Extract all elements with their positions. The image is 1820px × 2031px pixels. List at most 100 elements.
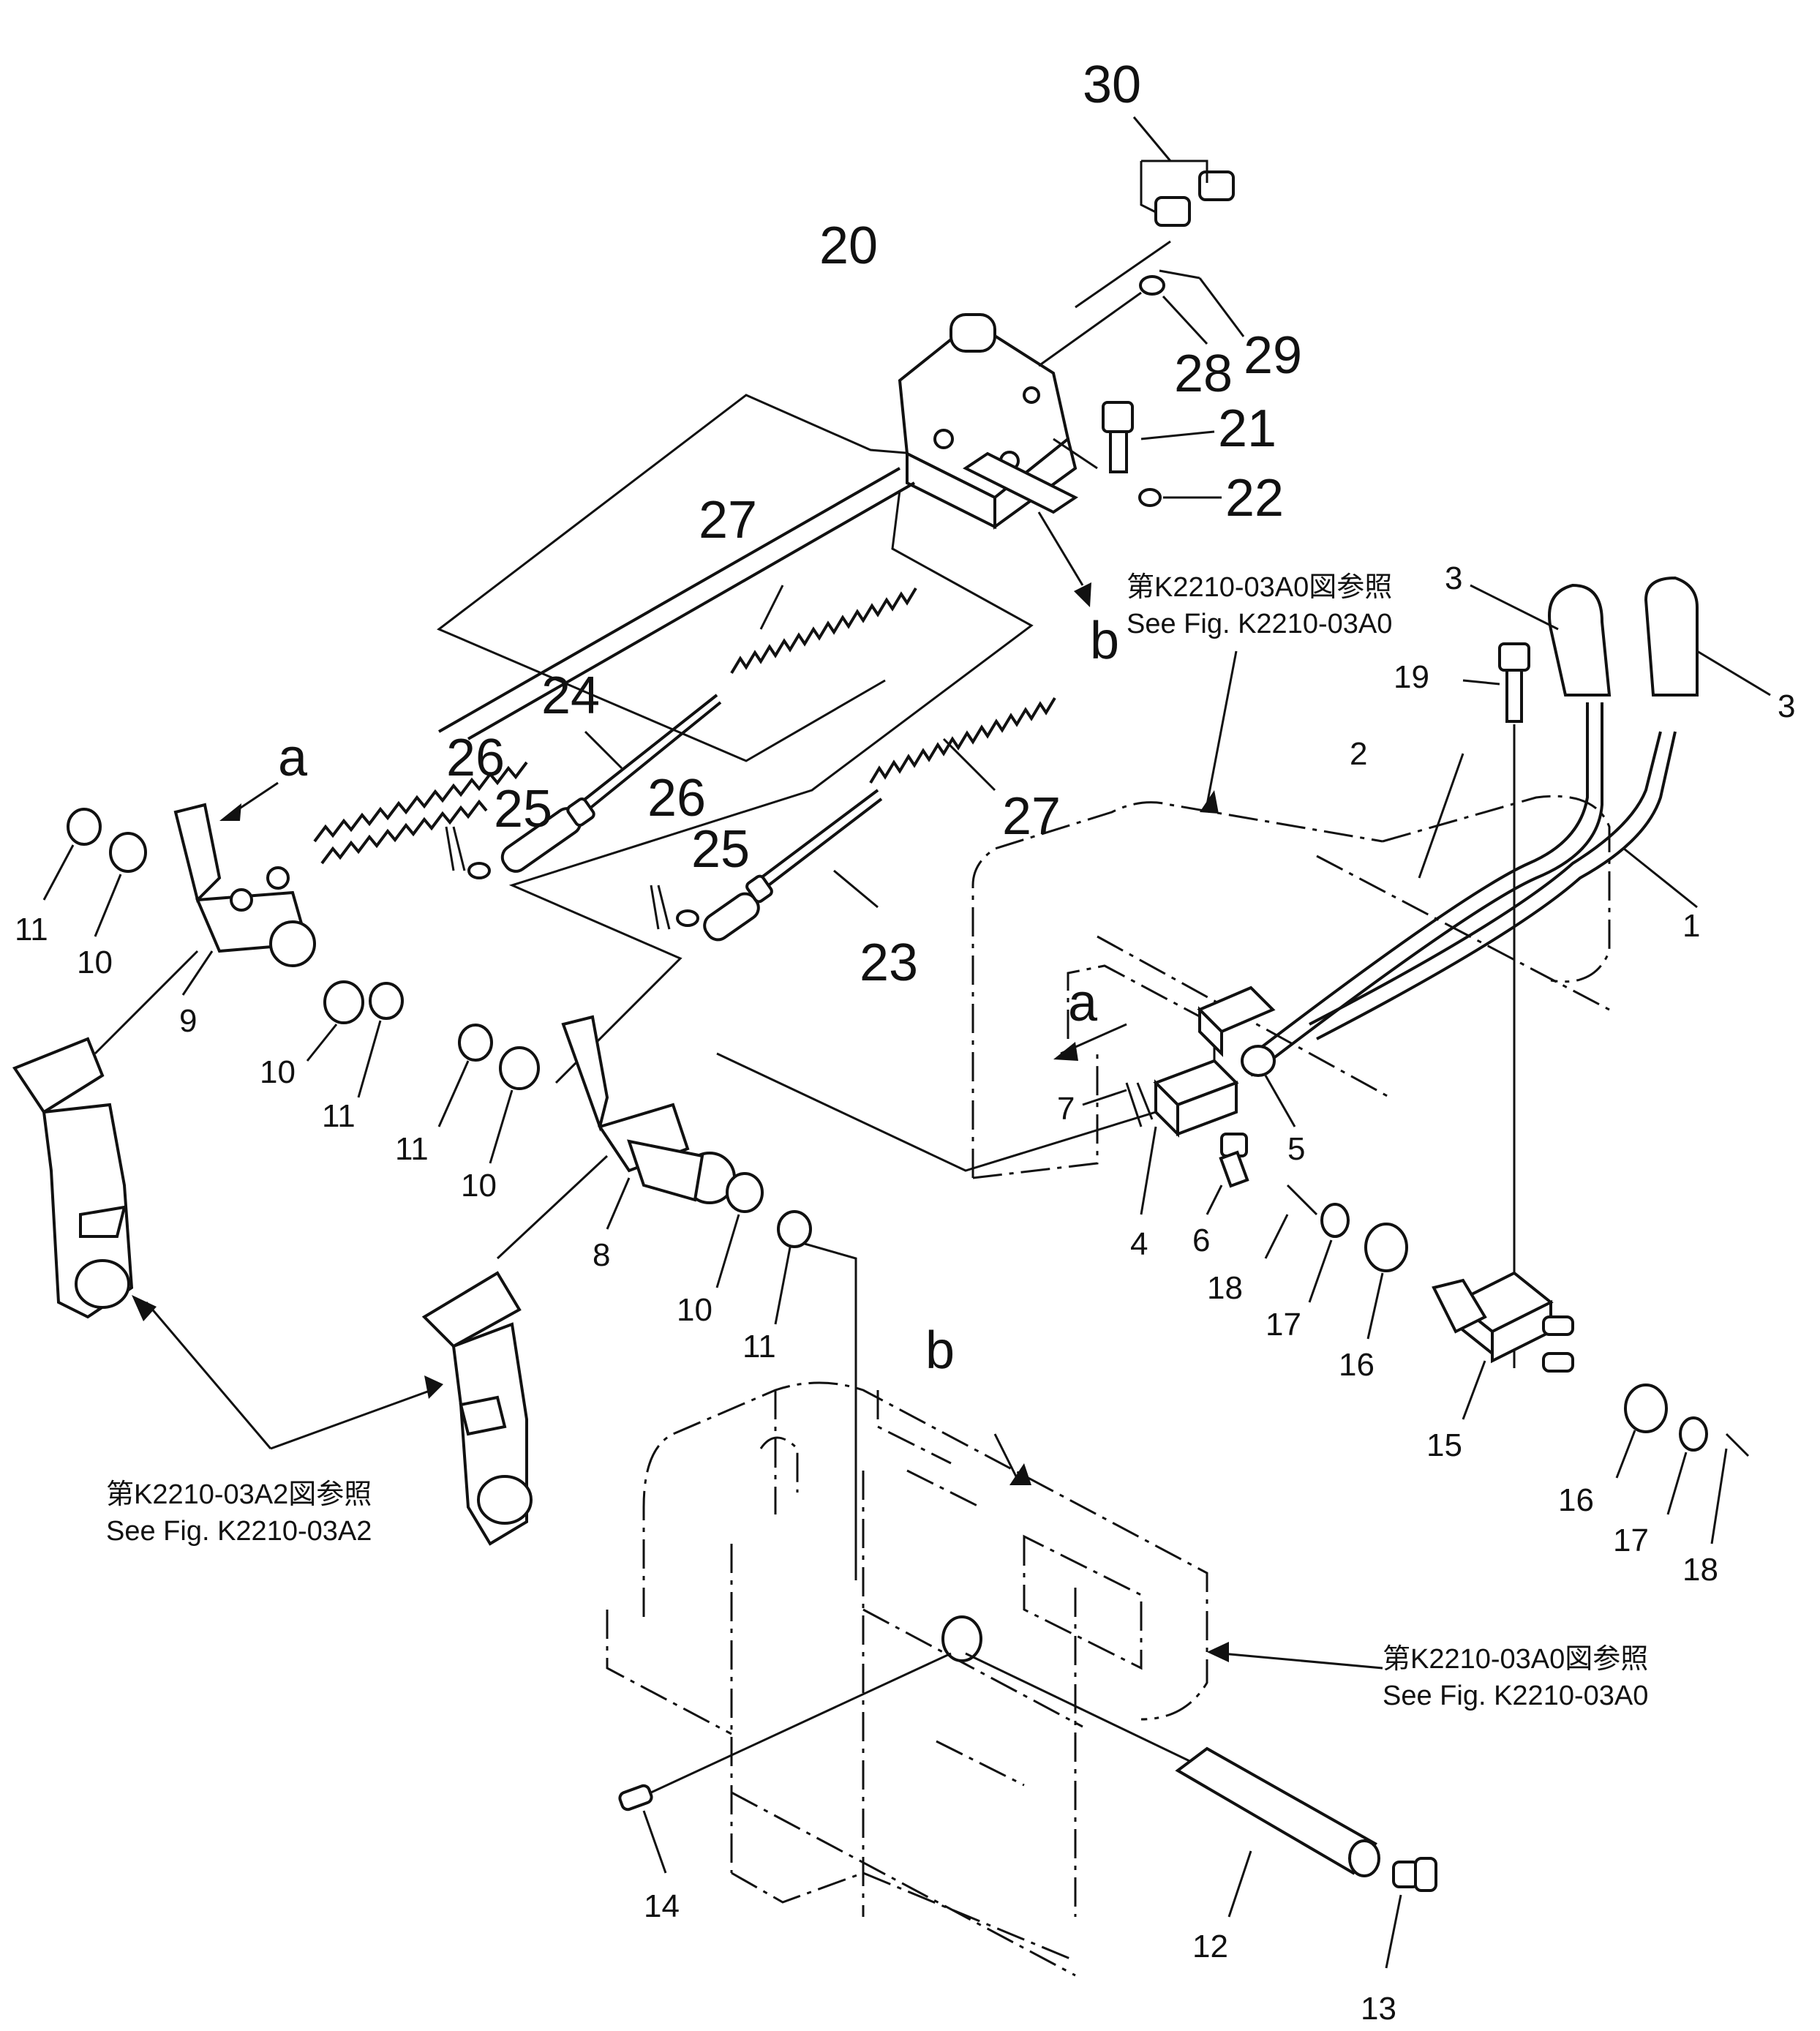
leader-11d-line [804,1242,857,1580]
leader-30 [1141,159,1208,183]
bolt-21-icon [1102,401,1134,473]
collar-16b-icon [1624,1384,1668,1433]
ref-arrow-bottom-shaft [1221,1652,1383,1670]
ref-arrow-bottom-icon [1207,1642,1229,1662]
leader-18a [1264,1214,1289,1259]
leader-23 [833,869,879,909]
arrow-a-mid-icon [1053,1042,1078,1061]
leader-bracket-b [1053,438,1098,470]
leader-28 [1162,295,1208,345]
block-upper-icon [1197,986,1276,1057]
leader-8 [606,1177,631,1230]
view-letter-b-top: b [1090,612,1119,670]
leader-11d [774,1247,791,1325]
pin-18b-icon [1725,1433,1750,1457]
callout-30: 30 [1083,56,1141,114]
pin-26b-icon [650,885,660,930]
shaft-12-icon [1175,1746,1380,1877]
nut-5-icon [1241,1045,1276,1077]
leader-17a [1308,1239,1333,1303]
ref-bottom-en: See Fig. K2210-03A0 [1383,1681,1648,1711]
leader-11c [437,1060,470,1127]
lever-8-icon [561,1015,736,1204]
leader-arm-right [496,1155,609,1260]
callout-5: 5 [1287,1131,1305,1167]
ring-11b-icon [369,982,404,1020]
leader-5 [1264,1075,1296,1127]
leader-24 [584,730,623,770]
view-letter-a-top: a [278,729,308,787]
callout-16-right: 16 [1558,1482,1594,1518]
callout-28: 28 [1174,345,1233,403]
bolt-19-icon [1498,642,1530,723]
ref-arrow-right [270,1389,432,1450]
leader-7 [1082,1089,1127,1106]
callout-19: 19 [1394,659,1429,695]
lever-9-icon [173,803,316,967]
ref-top-en: See Fig. K2210-03A0 [1127,609,1392,639]
leader-17b [1666,1452,1688,1515]
ref-bottom-jp: 第K2210-03A0図参照 [1383,1644,1648,1675]
knob-3a-icon [1548,583,1612,697]
nut-30a-icon [1154,196,1191,227]
bushing-10c-icon [499,1046,540,1090]
leader-19 [1462,679,1500,686]
arrow-b-shaft [1037,511,1084,586]
ref-arrow-right-icon [424,1375,443,1399]
washer-28-icon [1139,275,1165,296]
phantom-outline-upper [437,394,952,762]
knob-3b-icon [1644,576,1699,697]
ref-arrow-top-shaft [1206,650,1238,806]
bracket-20 [898,313,1078,530]
pin-18a-icon [1286,1184,1318,1216]
housing-lower-icon [606,1381,1208,1977]
arrow-b-bottom-icon [1009,1463,1031,1485]
leader-11a [42,844,75,901]
callout-18-left: 18 [1207,1270,1243,1306]
callout-6: 6 [1192,1223,1210,1258]
leader-11b [357,1020,382,1098]
leader-9 [181,950,214,996]
callout-10-a: 10 [77,945,113,980]
callout-3-top: 3 [1445,560,1462,596]
housing-boss-icon [941,1615,982,1662]
callout-26-left: 26 [446,729,505,787]
callout-3-right: 3 [1778,688,1795,724]
bushing-10b-icon [323,980,364,1024]
callout-4: 4 [1130,1226,1148,1262]
callout-25-right: 25 [691,820,750,879]
arrow-a-top-icon [219,803,241,821]
arrow-a-shaft [233,781,279,814]
callout-10-b: 10 [260,1054,296,1090]
callout-10-d: 10 [677,1292,712,1328]
callout-7: 7 [1057,1091,1075,1127]
ref-top-jp: 第K2210-03A0図参照 [1127,572,1392,603]
ref-arrow-left [145,1302,272,1449]
leader-10c [489,1089,514,1164]
callout-25-left: 25 [494,780,552,838]
leader-16b [1615,1430,1636,1479]
spring-27a-icon [730,587,917,675]
leader-27b [942,737,996,792]
leader-15 [1462,1360,1486,1420]
phantom-outline-lower [508,489,1034,1084]
callout-23: 23 [860,934,918,992]
lever-rod-1-icon [1309,731,1662,1026]
callout-22: 22 [1225,469,1284,528]
bushing-10a-icon [109,832,147,873]
view-letter-b-bottom: b [925,1321,955,1380]
callout-17-right: 17 [1613,1523,1649,1558]
leader-20-bracket [1038,291,1142,367]
leader-3b [1696,650,1771,697]
callout-9: 9 [179,1003,197,1039]
bushing-10d-icon [726,1172,764,1213]
phantom-outline-lever8 [716,1052,1157,1172]
leader-10d [715,1214,740,1288]
rod-to-lever9 [438,467,900,733]
callout-12: 12 [1192,1929,1228,1964]
callout-14: 14 [644,1888,680,1924]
leader-6 [1206,1185,1223,1215]
callout-2: 2 [1350,736,1367,772]
ref-left-jp: 第K2210-03A2図参照 [106,1479,372,1510]
